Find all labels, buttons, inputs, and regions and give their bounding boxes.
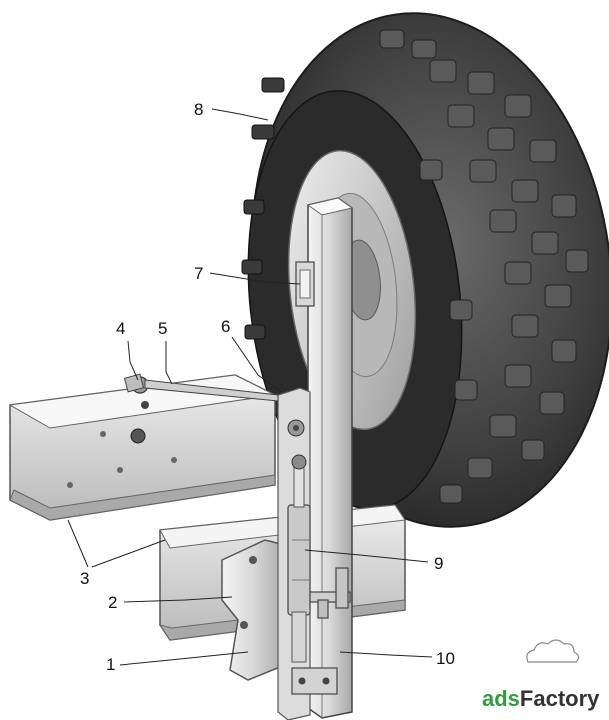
callout-4: 4 [116, 319, 125, 338]
hinge-block [291, 667, 338, 695]
tire-tread-blocks [379, 29, 589, 504]
leader-6 [231, 336, 283, 393]
callout-3: 3 [80, 569, 89, 588]
mounting-bracket-plate [221, 539, 286, 681]
tire-side-lugs [241, 77, 285, 340]
watermark-logo: adsFactory [482, 639, 600, 711]
callout-2: 2 [108, 593, 117, 612]
tie-rod [144, 379, 279, 402]
leader-8 [211, 108, 269, 121]
leader-7 [209, 272, 301, 285]
pivot-joint [123, 373, 149, 394]
callout-6: 6 [221, 317, 230, 336]
callout-5: 5 [158, 319, 167, 338]
watermark-main: Factory [520, 686, 600, 711]
svg-text:adsFactory: adsFactory [482, 686, 600, 711]
leader-3b [91, 539, 166, 568]
leader-5 [165, 341, 173, 385]
vertical-post [306, 197, 354, 719]
leader-2 [123, 596, 233, 603]
callout-labels: 1 2 3 4 5 6 7 8 9 10 [80, 100, 455, 674]
callout-10: 10 [436, 649, 455, 668]
frame-beam-upper [8, 374, 277, 521]
leader-4 [127, 340, 139, 381]
leader-10 [339, 651, 433, 658]
leader-lines [67, 108, 433, 666]
watermark-prefix: ads [482, 686, 520, 711]
leader-1 [119, 651, 249, 666]
callout-8: 8 [194, 100, 203, 119]
leader-9 [304, 549, 429, 563]
clamp-arms [309, 567, 351, 619]
cloud-icon [526, 639, 580, 663]
callout-9: 9 [434, 554, 443, 573]
leader-3a [67, 519, 89, 568]
callout-1: 1 [106, 655, 115, 674]
lift-cylinder [287, 454, 311, 663]
callout-7: 7 [194, 264, 203, 283]
